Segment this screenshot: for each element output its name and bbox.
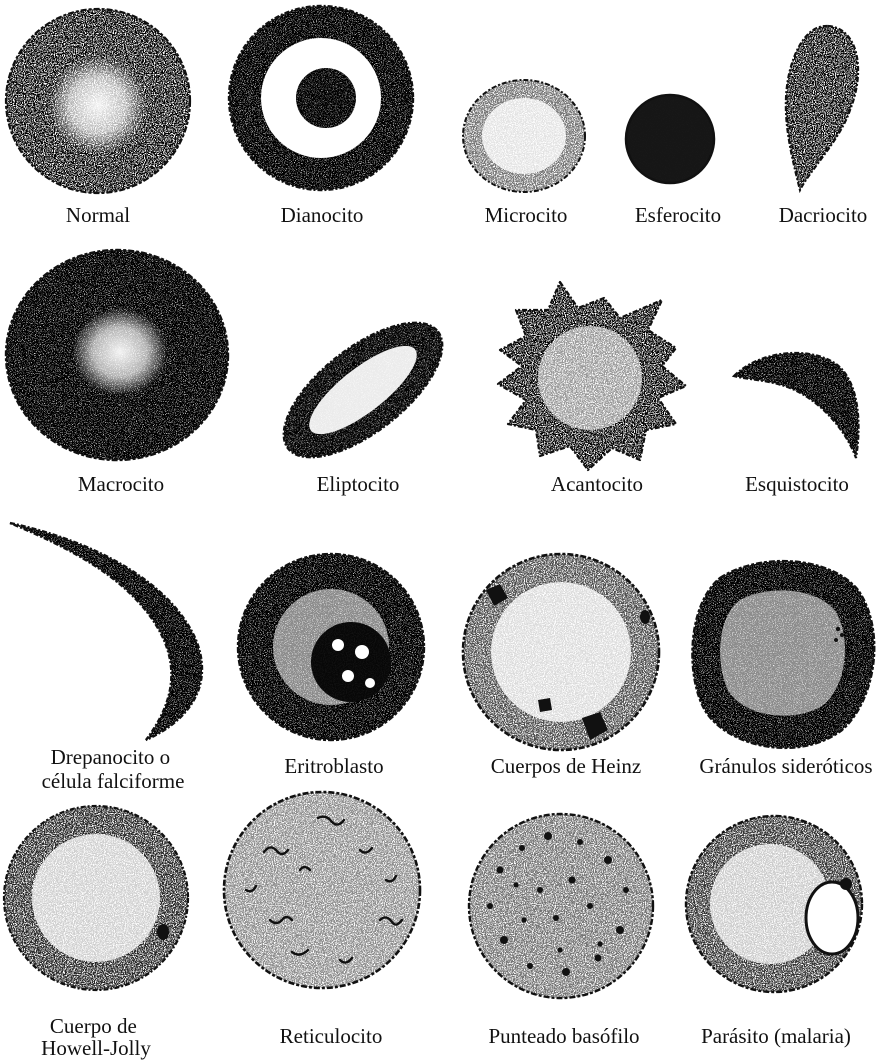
teardrop-cell-icon <box>786 26 858 190</box>
label-acantocito: Acantocito <box>551 472 643 496</box>
howell-jolly-cell-icon <box>4 806 188 990</box>
label-drepanocito: Drepanocito o célula falciforme <box>42 745 185 793</box>
label-dianocito: Dianocito <box>281 203 364 227</box>
small-cell-icon <box>463 80 585 192</box>
label-eliptocito: Eliptocito <box>317 472 400 496</box>
label-esquistocito: Esquistocito <box>745 472 849 496</box>
siderotic-granule-cell-icon <box>692 561 874 748</box>
label-punteado: Punteado basófilo <box>488 1024 639 1048</box>
label-howell-jolly: Cuerpo de Howell-Jolly <box>41 1014 151 1060</box>
label-heinz: Cuerpos de Heinz <box>491 754 641 778</box>
reticulocyte-cell-icon <box>224 792 420 988</box>
normal-red-cell-icon <box>6 9 190 193</box>
nucleated-cell-icon <box>238 554 424 740</box>
fragment-cell-icon <box>734 353 859 458</box>
label-dacriocito: Dacriocito <box>779 203 868 227</box>
spiked-cell-icon <box>498 282 686 470</box>
label-microcito: Microcito <box>485 203 568 227</box>
label-sideroticos: Gránulos sideróticos <box>699 754 872 778</box>
heinz-body-cell-icon <box>463 554 659 750</box>
label-reticulocito: Reticulocito <box>280 1024 383 1048</box>
large-cell-icon <box>6 250 228 460</box>
label-eritroblasto: Eritroblasto <box>284 754 383 778</box>
target-cell-icon <box>229 6 413 190</box>
dense-sphere-cell-icon <box>626 95 714 183</box>
stippled-cell-icon <box>469 814 653 998</box>
label-esferocito: Esferocito <box>635 203 721 227</box>
label-normal: Normal <box>66 203 130 227</box>
label-malaria: Parásito (malaria) <box>701 1024 851 1048</box>
elliptical-cell-icon <box>262 298 463 481</box>
sickle-cell-icon <box>10 523 202 740</box>
malaria-parasite-cell-icon <box>686 816 862 992</box>
label-macrocito: Macrocito <box>78 472 164 496</box>
